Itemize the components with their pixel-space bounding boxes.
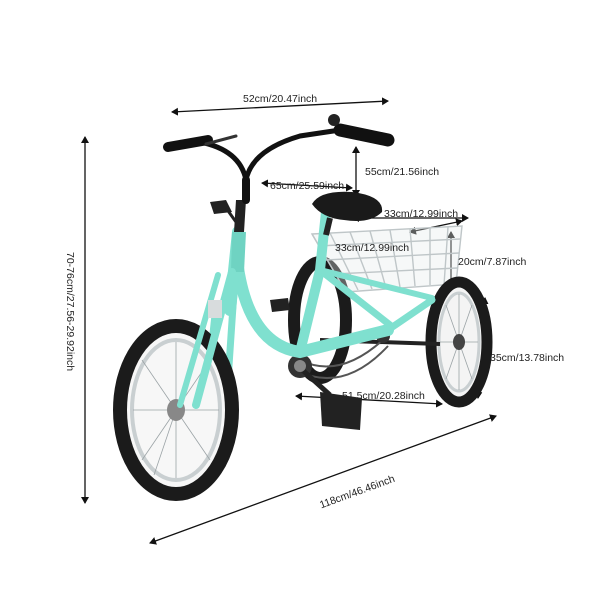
- front-fork: [177, 268, 236, 409]
- pedals: [270, 298, 362, 430]
- wheel-track-label: 51.5cm/20.28inch: [342, 390, 425, 402]
- basket-depth-label: 33cm/12.99inch: [335, 242, 410, 254]
- basket-depth-line: [409, 218, 463, 235]
- dimension-lines: [81, 97, 497, 545]
- total-length-line: [149, 414, 497, 545]
- total-height-label: 70-76cm/27.56-29.92inch: [64, 252, 76, 372]
- front-reflector: [210, 200, 238, 223]
- front-wheel: [113, 319, 239, 501]
- handlebar: [163, 114, 395, 204]
- seat-height-label: 55cm/21.56inch: [365, 166, 440, 178]
- rear-wheel-label: 35cm/13.78inch: [490, 352, 565, 364]
- head-tube: [231, 200, 246, 272]
- top-width-line: [171, 97, 389, 116]
- front-brake: [208, 300, 222, 318]
- basket-width-label: 33cm/12.99inch: [384, 208, 459, 220]
- handlebar-seat-line: [261, 179, 353, 192]
- top-width-label: 52cm/20.47inch: [243, 93, 318, 105]
- handlebar-seat-label: 65cm/25.59inch: [270, 180, 345, 192]
- seat: [312, 191, 383, 236]
- basket-height-label: 20cm/7.87inch: [458, 256, 527, 268]
